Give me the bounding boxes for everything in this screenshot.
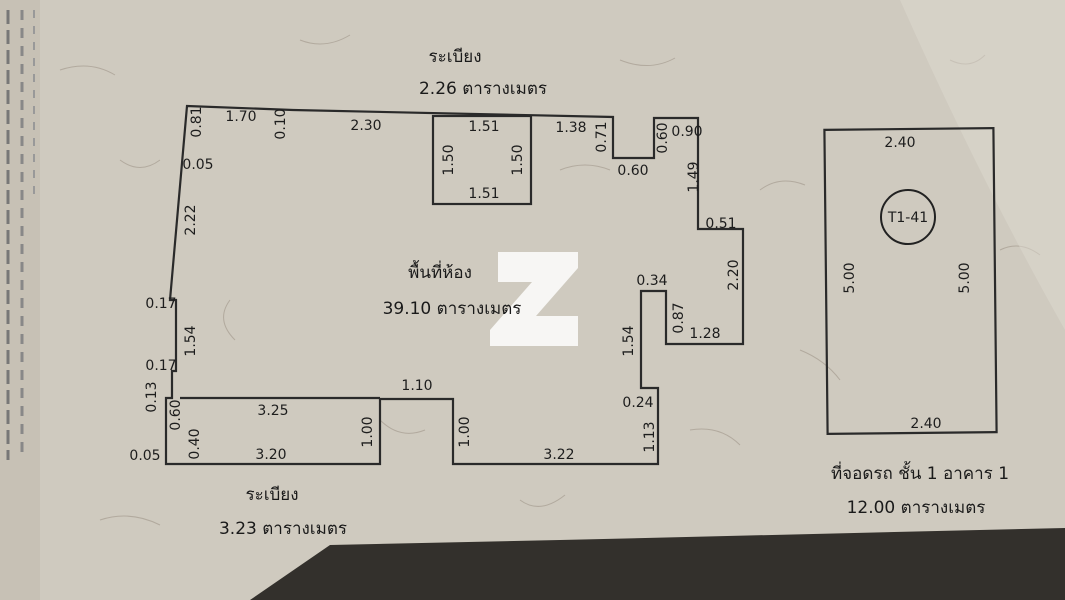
dim-label: 1.51 bbox=[468, 186, 499, 202]
dim-label: 1.51 bbox=[468, 119, 499, 135]
parking-space-outline bbox=[823, 127, 998, 435]
dim-label: 5.00 bbox=[957, 262, 973, 293]
left-edge-print-strip bbox=[0, 0, 40, 600]
dim-label: 0.17 bbox=[145, 358, 176, 374]
room-title: พื้นที่ห้อง bbox=[408, 260, 472, 283]
dim-label: 0.60 bbox=[168, 399, 184, 430]
dim-label: 1.00 bbox=[360, 416, 376, 447]
dim-label: 2.30 bbox=[350, 118, 381, 134]
dim-label: 2.22 bbox=[183, 204, 199, 235]
photo-shadow bbox=[250, 528, 1065, 600]
dim-label: 1.54 bbox=[183, 325, 199, 356]
dim-label: 0.71 bbox=[594, 121, 610, 152]
dim-label: 0.60 bbox=[617, 163, 648, 179]
dim-label: 2.40 bbox=[910, 416, 941, 432]
dim-label: 1.50 bbox=[510, 144, 526, 175]
dim-label: 0.24 bbox=[622, 395, 653, 411]
dim-label: 1.28 bbox=[689, 326, 720, 342]
dim-label: 0.51 bbox=[705, 216, 736, 232]
dim-label: 3.22 bbox=[543, 447, 574, 463]
dim-label: 0.05 bbox=[129, 448, 160, 464]
main-room-outline bbox=[164, 104, 745, 466]
dim-label: 0.40 bbox=[187, 428, 203, 459]
dim-label: 0.10 bbox=[273, 108, 289, 139]
parking-title: ที่จอดรถ ชั้น 1 อาคาร 1 bbox=[831, 461, 1009, 484]
dim-label: 1.38 bbox=[555, 120, 586, 136]
dim-label: 2.20 bbox=[726, 259, 742, 290]
dim-label: 1.70 bbox=[225, 109, 256, 125]
bottom-balcony-title: ระเบียง bbox=[245, 485, 298, 505]
dim-label: 0.05 bbox=[182, 157, 213, 173]
vertical-dimension-labels: 0.81 0.10 1.50 1.50 0.71 0.60 1.49 2.22 … bbox=[144, 106, 973, 459]
dim-label: 0.60 bbox=[655, 122, 671, 153]
dim-label: 1.10 bbox=[401, 378, 432, 394]
shaft-box bbox=[431, 114, 533, 206]
dim-label: 1.49 bbox=[686, 161, 702, 192]
dim-label: 2.40 bbox=[884, 135, 915, 151]
dim-label: 1.13 bbox=[642, 421, 658, 452]
dim-label: 5.00 bbox=[842, 262, 858, 293]
dim-label: 1.54 bbox=[621, 325, 637, 356]
dim-label: 3.20 bbox=[255, 447, 286, 463]
room-area: 39.10 ตารางเมตร bbox=[383, 299, 522, 319]
dim-label: 1.00 bbox=[457, 416, 473, 447]
dim-label: 1.50 bbox=[441, 144, 457, 175]
dimension-labels: 1.70 2.30 1.51 1.51 1.38 0.90 0.60 0.05 … bbox=[129, 109, 941, 464]
parking-area: 12.00 ตารางเมตร bbox=[847, 498, 986, 518]
parking-code: T1-41 bbox=[887, 210, 928, 226]
dim-label: 0.17 bbox=[145, 296, 176, 312]
dim-label: 0.90 bbox=[671, 124, 702, 140]
dim-label: 0.34 bbox=[636, 273, 667, 289]
dim-label: 3.25 bbox=[257, 403, 288, 419]
z-logo-icon bbox=[490, 252, 578, 346]
light-glare bbox=[900, 0, 1065, 330]
dim-label: 0.87 bbox=[671, 302, 687, 333]
dim-label: 0.13 bbox=[144, 381, 160, 412]
dim-label: 0.81 bbox=[189, 106, 205, 137]
top-balcony-area: 2.26 ตารางเมตร bbox=[419, 79, 547, 99]
parking-code-circle bbox=[880, 189, 936, 245]
top-balcony-title: ระเบียง bbox=[428, 47, 481, 67]
bottom-balcony-area: 3.23 ตารางเมตร bbox=[219, 519, 347, 539]
